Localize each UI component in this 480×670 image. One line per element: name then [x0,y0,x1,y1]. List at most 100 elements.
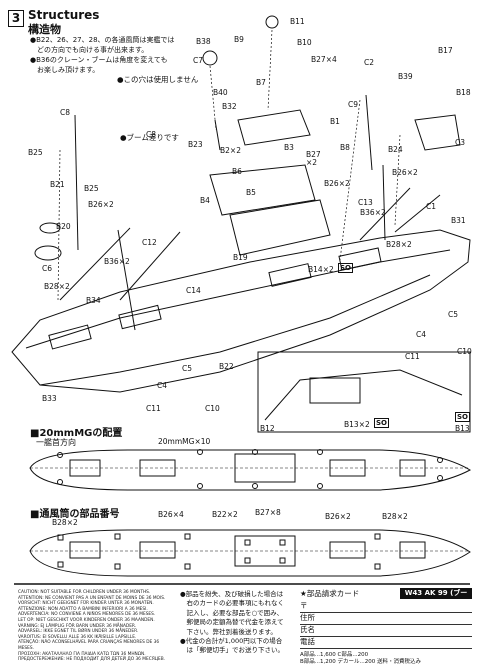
card-field-phone[interactable]: 電話 [300,636,472,649]
part-label: C10 [457,347,472,356]
part-label: B25 [28,148,43,157]
vent-hull-plan [29,529,471,577]
price-line: A部品...1,600 C部品...200 [300,652,369,658]
boom-note: ●ブーム差りです [120,133,179,142]
vent-label: B27×8 [255,508,281,517]
order-line: 郵便局の定額為替で代金を添えて [180,618,284,627]
part-label: B20 [56,222,71,231]
mast [365,94,373,171]
note-line: ●B36のクレーン・ブームは角度を変えても [30,56,168,64]
part-c7 [202,50,218,66]
part-label: B2×2 [220,146,241,155]
order-line: 下さい。弊社到着後送ります。 [180,627,277,636]
part-label: B31 [451,216,466,225]
part-label: B1 [330,117,340,126]
part-label: B6 [232,167,242,176]
parts-order-card: ★部品請求カード W43 AK 99 (ブーツ) 〒 住所 氏名 電話 A部品.… [300,588,472,665]
part-label: C5 [182,364,193,373]
part-label: B28×2 [386,240,412,249]
part-label: C2 [364,58,375,67]
note-line: お楽しみ頂けます。 [30,66,100,74]
radar-b11 [265,15,279,29]
part-label: C13 [358,198,373,207]
part-label: B26×2 [88,200,114,209]
kit-code: W43 AK 99 (ブーツ) [400,588,472,608]
part-label: B3 [284,143,294,152]
card-field-name[interactable]: 氏名 [300,624,472,637]
hole-note: ●この穴は使用しません [117,75,199,84]
part-label: ×2 [306,158,318,167]
vent-label: B26×2 [325,512,351,521]
warning-line: CAUTION: NOT SUITABLE FOR CHILDREN UNDER… [18,590,151,595]
part-c3 [414,114,461,151]
part-label: C11 [405,352,420,361]
part-label: B39 [398,72,413,81]
warning-line: ATENÇÃO: NÃO ACONSELHÁVEL PARA CRIANÇAS … [18,640,160,651]
part-label: B19 [233,253,248,262]
vent-label: B26×4 [158,510,184,519]
hull-outline [11,229,471,393]
part-label: C6 [42,264,53,273]
part-label: B8 [340,143,350,152]
mast [117,229,136,331]
part-label: C4 [416,330,427,339]
part-label: B21 [50,180,65,189]
hull-waterline [39,274,431,386]
so-badge: SO [338,263,353,273]
hatch [268,263,312,287]
note-line: どの方向でも向ける事が出来ます。 [30,46,149,54]
part-label: B24 [388,145,403,154]
warning-line: ADVERTENCIA: NO CONVIENE A NIÑOS MENORES… [18,612,156,618]
part-label: C8 [146,130,157,139]
part-label: B9 [234,35,244,44]
hatch [48,324,92,350]
part-c6 [34,245,62,261]
superstructure-b5 [209,164,316,216]
part-label: B23 [188,140,203,149]
part-label: B18 [456,88,471,97]
part-label: C5 [448,310,459,319]
mg-hull-plan [29,449,472,491]
part-label: B40 [213,88,228,97]
hatch [118,304,162,330]
card-field-postal[interactable]: 〒 [300,600,472,613]
part-label: C1 [426,202,437,211]
mast [74,114,79,251]
order-line: 記入し、必要な部品を○で囲み、 [180,608,284,617]
part-label: B26×2 [392,168,418,177]
card-field-address[interactable]: 住所 [300,612,472,625]
part-label: B26×2 [324,179,350,188]
vent-section-title: ■通風筒の部品番号 [30,509,120,520]
part-label: B12 [260,424,275,433]
step-number: 3 [8,10,24,27]
part-label: B13×2 [344,420,370,429]
warning-line: ADVARSEL: IKKE EGNET TIL BØRN UNDER 36 M… [18,629,139,635]
part-label: C7 [193,56,204,65]
order-line: は「郵便切手」でお送り下さい。 [180,646,285,655]
part-label: B36×2 [360,208,386,217]
warning-line: ΠΡΟΣΟΧΗ: ΑΚΑΤΑΛΛΗΛΟ ΓΙΑ ΠΑΙΔΙΑ ΚΑΤΩ ΤΩΝ … [18,651,146,657]
note-line: ●B22、26、27、28、の各通風筒は実艦では [30,36,175,44]
section-title-en: Structures [28,8,100,22]
part-label: B5 [246,188,256,197]
part-b20 [39,222,61,234]
so-badge: SO [455,412,470,422]
part-label: C12 [142,238,157,247]
part-label: B33 [42,394,57,403]
order-line: ●部品を紛失、及び破損した場合は [180,590,284,598]
warning-line: ПРЕДОСТЕРЕЖЕНИЕ: НЕ ПОДХОДИТ ДЛЯ ДЕТЕЙ Д… [18,657,166,663]
part-label: B32 [222,102,237,111]
part-label: B22 [219,362,234,371]
part-label: C8 [60,108,71,117]
boom [359,187,411,241]
mast [214,119,221,151]
detail-inset [257,351,471,433]
assembly-notes: ●B22、26、27、28、の各通風筒は実艦では どの方向でも向ける事が出来ます… [30,35,175,75]
part-label: B13 [455,424,470,433]
part-label: B28×2 [44,282,70,291]
part-label: C4 [157,381,168,390]
section-title-jp: 構造物 [28,23,61,36]
mg-section-title: ■20mmMGの配置 [30,428,123,439]
vent-label: B28×2 [382,512,408,521]
